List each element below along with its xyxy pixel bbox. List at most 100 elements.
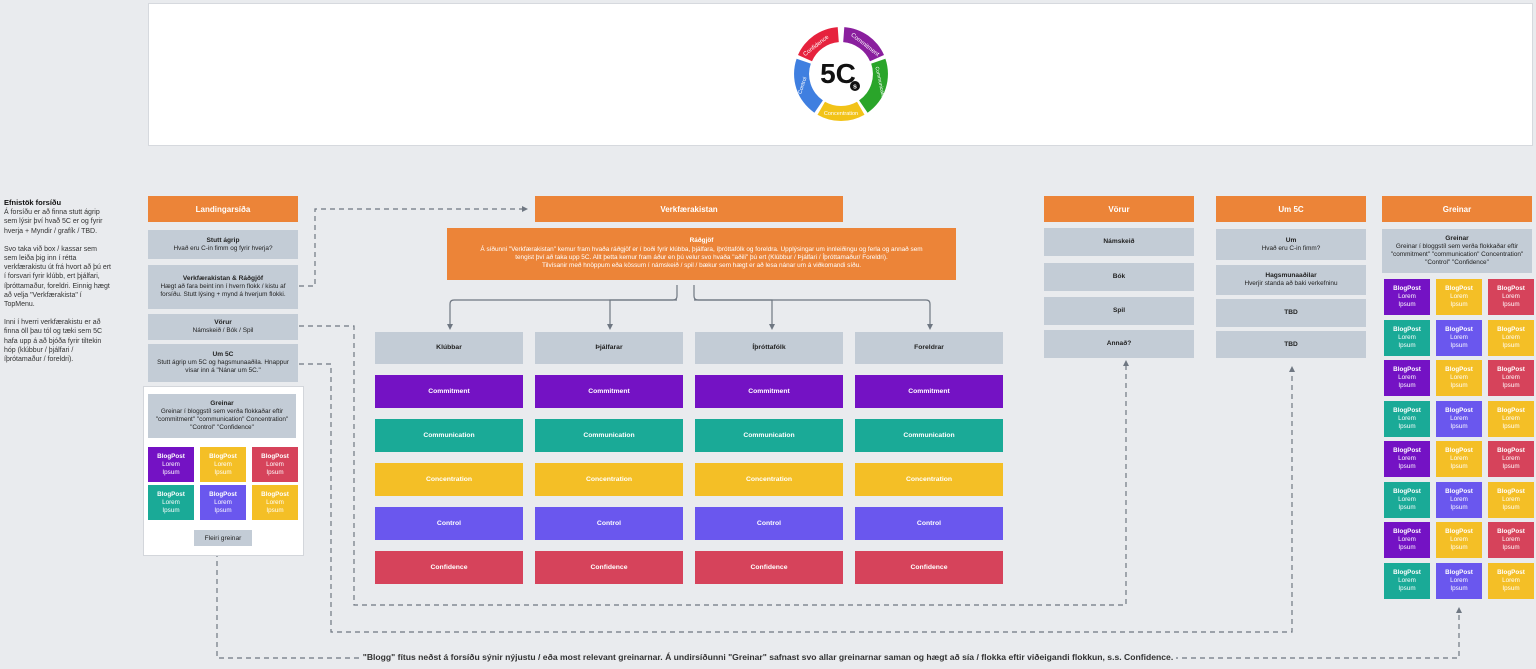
landing-box-um5c[interactable]: Um 5C Stutt ágrip um 5C og hagsmunaaðila… [148, 344, 298, 382]
um5c-box[interactable]: TBD [1216, 331, 1366, 358]
blogpost-title: BlogPost [1393, 366, 1421, 373]
category-communication-button[interactable]: Communication [535, 419, 683, 452]
blogpost-line: Lorem [162, 498, 180, 506]
landing-box-title: Um 5C [212, 351, 234, 358]
vorur-header: Vörur [1044, 196, 1194, 222]
notes-paragraph-1: Á forsíðu er að finna stutt ágrip sem lý… [4, 209, 103, 235]
category-commitment-button[interactable]: Commitment [855, 375, 1003, 408]
logo-label-concentration: Concentration [824, 111, 858, 117]
category-commitment-button[interactable]: Commitment [375, 375, 523, 408]
blogpost-title: BlogPost [157, 452, 185, 460]
category-control-button[interactable]: Control [855, 507, 1003, 540]
category-concentration-button[interactable]: Concentration [535, 463, 683, 496]
radgjof-text-2: tengist því að taka upp 5C. Allt þetta k… [515, 254, 888, 261]
landing-box-verkfaerakistan[interactable]: Verkfærakistan & Ráðgjöf Hægt að fara be… [148, 265, 298, 309]
category-control-button[interactable]: Control [375, 507, 523, 540]
blogpost-line: Lorem [1502, 293, 1520, 300]
um5c-box[interactable]: TBD [1216, 299, 1366, 327]
landing-box-stutt-agrip[interactable]: Stutt ágrip Hvað eru C-in fimm og fyrir … [148, 230, 298, 259]
vorur-item[interactable]: Spil [1044, 297, 1194, 325]
vorur-item[interactable]: Bók [1044, 263, 1194, 291]
landing-box-text: Námskeið / Bók / Spil [192, 327, 254, 334]
category-confidence-button[interactable]: Confidence [855, 551, 1003, 584]
blogpost-line: Lorem [266, 460, 284, 468]
logo-center-text: 5C [820, 58, 856, 89]
radgjof-box[interactable]: Ráðgjöf Á síðunni "Verkfærakistan" kemur… [447, 228, 956, 280]
category-communication-button[interactable]: Communication [375, 419, 523, 452]
toolbox-header: Verkfærakistan [535, 196, 843, 222]
greinar-box[interactable]: Greinar Greinar í bloggstíl sem verða fl… [1382, 229, 1532, 273]
vorur-item[interactable]: Annað? [1044, 330, 1194, 358]
blogpost-line: Ipsum [1502, 341, 1520, 349]
category-commitment-button[interactable]: Commitment [695, 375, 843, 408]
toolbox-column-header[interactable]: Þjálfarar [535, 332, 683, 364]
toolbox-column-header[interactable]: Klúbbar [375, 332, 523, 364]
blogpost-line: Lorem [1502, 333, 1520, 341]
blogpost-title: BlogPost [1445, 487, 1473, 495]
category-confidence-button[interactable]: Confidence [375, 551, 523, 584]
category-concentration-button[interactable]: Concentration [695, 463, 843, 496]
bottom-caption: "Blogg" fítus neðst á forsíðu sýnir nýju… [0, 652, 1536, 662]
category-commitment-button[interactable]: Commitment [535, 375, 683, 408]
landing-greinar-box[interactable]: Greinar Greinar í bloggstíl sem verða fl… [148, 394, 296, 438]
blogpost-title: BlogPost [1497, 406, 1525, 414]
vorur-item[interactable]: Námskeið [1044, 228, 1194, 256]
toolbox-column-header[interactable]: Foreldrar [855, 332, 1003, 364]
blogpost-title: BlogPost [1497, 366, 1525, 373]
blogpost-title: BlogPost [1393, 285, 1421, 292]
um5c-box-text: Hverjir standa að baki verkefninu [1244, 280, 1338, 287]
radgjof-text-1: Á síðunni "Verkfærakistan" kemur fram hv… [480, 245, 923, 253]
landing-box-text: Stutt ágrip um 5C og hagsmunaaðila. Hnap… [157, 359, 289, 374]
greinar-title: Greinar [1445, 235, 1469, 242]
category-confidence-button[interactable]: Confidence [535, 551, 683, 584]
blogpost-title: BlogPost [1393, 528, 1421, 535]
toolbox-column-header[interactable]: Íþróttafólk [695, 332, 843, 364]
category-communication-button[interactable]: Communication [855, 419, 1003, 452]
more-articles-button[interactable]: Fleiri greinar [194, 530, 252, 546]
blogpost-line: Ipsum [266, 468, 284, 476]
blogpost-line: Ipsum [1398, 584, 1416, 592]
landing-greinar-title: Greinar [210, 400, 234, 407]
category-concentration-button[interactable]: Concentration [855, 463, 1003, 496]
blogpost-line: Lorem [1502, 455, 1520, 462]
category-control-button[interactable]: Control [695, 507, 843, 540]
category-concentration-button[interactable]: Concentration [375, 463, 523, 496]
category-control-button[interactable]: Control [535, 507, 683, 540]
category-communication-button[interactable]: Communication [695, 419, 843, 452]
landing-box-vorur[interactable]: Vörur Námskeið / Bók / Spil [148, 314, 298, 340]
category-confidence-button[interactable]: Confidence [695, 551, 843, 584]
